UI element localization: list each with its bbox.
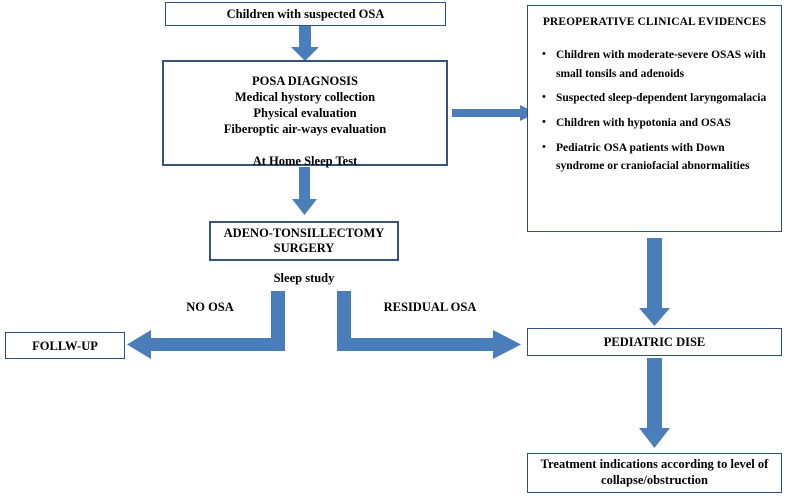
posa-line-3: Fiberoptic air-ways evaluation bbox=[223, 122, 387, 136]
arrow-posa-to-evidences bbox=[452, 105, 536, 121]
list-item: Pediatric OSA patients with Down syndrom… bbox=[540, 139, 769, 176]
surgery-line-2: SURGERY bbox=[273, 241, 335, 255]
treatment-line-1: Treatment indications according to level… bbox=[540, 457, 769, 472]
node-surgery: ADENO-TONSILLECTOMY SURGERY bbox=[209, 221, 399, 261]
node-preoperative-evidences: PREOPERATIVE CLINICAL EVIDENCES Children… bbox=[527, 5, 782, 232]
evidences-list: Children with moderate-severe OSAS with … bbox=[540, 46, 769, 176]
list-item: Suspected sleep-dependent laryngomalacia bbox=[540, 89, 769, 108]
label-no-osa: NO OSA bbox=[186, 300, 234, 314]
posa-extra-line: At Home Sleep Test bbox=[252, 154, 358, 168]
surgery-line-1: ADENO-TONSILLECTOMY bbox=[223, 226, 385, 240]
arrow-posa-to-surgery bbox=[292, 167, 317, 215]
node-pediatric-dise: PEDIATRIC DISE bbox=[527, 328, 782, 356]
node-start: Children with suspected OSA bbox=[165, 2, 446, 26]
list-item: Children with moderate-severe OSAS with … bbox=[540, 46, 769, 83]
label-residual-osa: RESIDUAL OSA bbox=[383, 300, 477, 314]
label-sleep-study: Sleep study bbox=[273, 271, 335, 285]
arrow-start-to-posa bbox=[291, 25, 319, 61]
node-follow-up: FOLLW-UP bbox=[5, 332, 125, 359]
list-item: Children with hypotonia and OSAS bbox=[540, 114, 769, 133]
arrow-evidences-to-dise bbox=[639, 238, 670, 326]
node-posa-diagnosis: POSA DIAGNOSIS Medical hystory collectio… bbox=[162, 60, 448, 168]
posa-heading: POSA DIAGNOSIS bbox=[252, 74, 358, 88]
treatment-line-2: collapse/obstruction bbox=[601, 473, 708, 487]
node-treatment: Treatment indications according to level… bbox=[527, 453, 782, 493]
posa-line-1: Medical hystory collection bbox=[234, 90, 376, 104]
arrow-dise-to-treatment bbox=[639, 358, 670, 448]
evidences-title: PREOPERATIVE CLINICAL EVIDENCES bbox=[542, 16, 767, 28]
posa-line-2: Physical evaluation bbox=[253, 106, 357, 120]
